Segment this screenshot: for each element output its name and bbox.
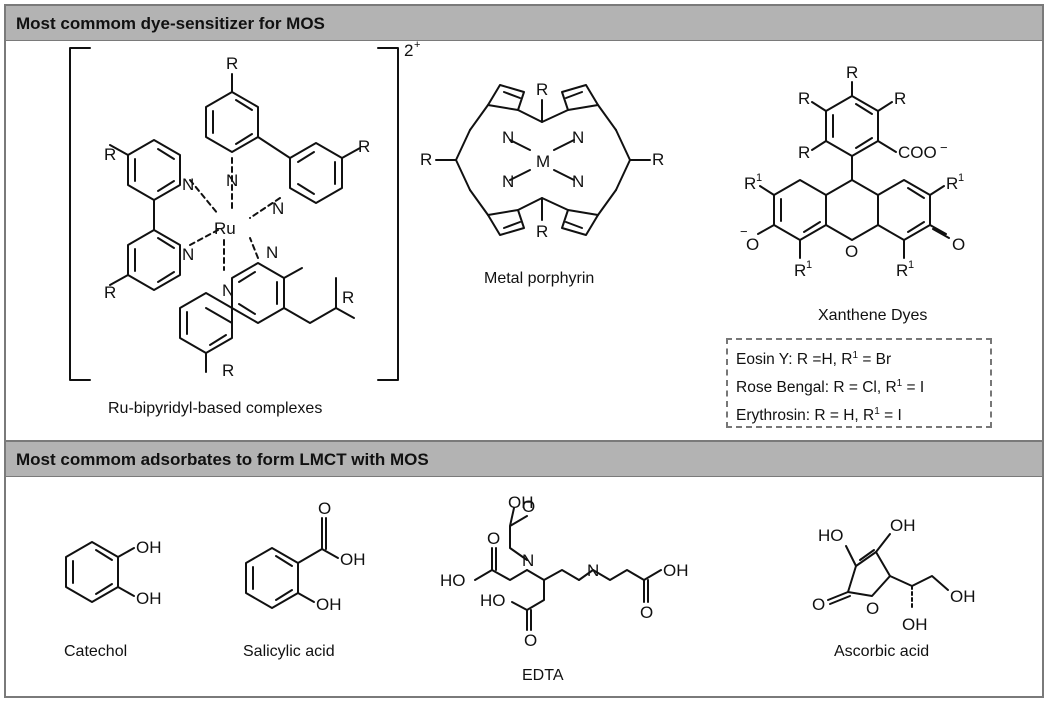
svg-text:1: 1: [756, 172, 762, 184]
svg-text:OH: OH: [902, 615, 928, 634]
svg-text:COO: COO: [898, 143, 937, 162]
svg-text:O: O: [318, 499, 331, 518]
adsorbate-atom-labels: OH OH O OH OH HO O N N O OH HO O OH O HO…: [136, 493, 976, 650]
svg-text:N: N: [502, 128, 514, 147]
xanthene-label: Xanthene Dyes: [818, 307, 927, 324]
ascorbic-acid-structure: [827, 533, 949, 611]
xanthene-legend-box: Eosin Y: R =H, R1 = Br Rose Bengal: R = …: [726, 338, 992, 428]
svg-text:O: O: [524, 631, 537, 650]
svg-text:OH: OH: [508, 493, 534, 512]
svg-text:N: N: [266, 243, 278, 262]
svg-text:+: +: [414, 39, 420, 51]
svg-text:O: O: [952, 235, 965, 254]
svg-text:R: R: [104, 283, 116, 302]
svg-text:1: 1: [908, 259, 914, 271]
svg-text:−: −: [940, 140, 948, 155]
svg-text:N: N: [587, 561, 599, 580]
section-title-adsorbates: Most commom adsorbates to form LMCT with…: [16, 450, 429, 469]
svg-text:O: O: [746, 235, 759, 254]
svg-text:R: R: [652, 150, 664, 169]
xanthene-structure: [757, 81, 950, 259]
svg-text:R: R: [798, 143, 810, 162]
ru-complex-structure: [69, 47, 399, 381]
svg-text:R: R: [358, 137, 370, 156]
svg-text:N: N: [182, 245, 194, 264]
svg-text:R: R: [222, 361, 234, 380]
svg-text:N: N: [572, 172, 584, 191]
svg-text:R: R: [536, 222, 548, 241]
svg-text:N: N: [272, 199, 284, 218]
svg-text:N: N: [226, 171, 238, 190]
legend-erythrosin: Erythrosin: R = H, R1 = I: [736, 406, 902, 425]
svg-text:R: R: [536, 80, 548, 99]
salicylic-acid-structure: [245, 517, 339, 609]
section-header-dyes: Most commom dye-sensitizer for MOS: [6, 6, 1042, 41]
svg-text:R: R: [104, 145, 116, 164]
edta-structure: [474, 507, 662, 631]
svg-text:R: R: [946, 174, 958, 193]
legend-eosin: Eosin Y: R =H, R1 = Br: [736, 350, 892, 369]
porphyrin-structure: [435, 84, 651, 236]
salicylic-acid-label: Salicylic acid: [243, 643, 335, 660]
svg-text:R: R: [896, 261, 908, 280]
svg-text:OH: OH: [136, 589, 162, 608]
ascorbic-acid-label: Ascorbic acid: [834, 643, 929, 660]
svg-text:HO: HO: [440, 571, 466, 590]
ru-atom-labels: R R R R R R N N N N N N Ru 2 +: [104, 39, 420, 380]
ru-complex-label: Ru-bipyridyl-based complexes: [108, 400, 322, 417]
edta-label: EDTA: [522, 667, 564, 684]
svg-text:1: 1: [806, 259, 812, 271]
svg-text:OH: OH: [136, 538, 162, 557]
svg-text:HO: HO: [818, 526, 844, 545]
section-header-adsorbates: Most commom adsorbates to form LMCT with…: [6, 440, 1042, 477]
svg-text:N: N: [522, 551, 534, 570]
svg-text:N: N: [572, 128, 584, 147]
svg-text:R: R: [794, 261, 806, 280]
svg-text:R: R: [226, 54, 238, 73]
svg-text:M: M: [536, 152, 550, 171]
svg-text:R: R: [342, 288, 354, 307]
svg-text:R: R: [744, 174, 756, 193]
svg-text:2: 2: [404, 41, 413, 60]
xanthene-atom-labels: R R R R COO − R 1 R 1 O − O O R 1 R 1: [740, 63, 965, 280]
svg-text:N: N: [182, 175, 194, 194]
svg-text:−: −: [740, 224, 748, 239]
svg-text:Ru: Ru: [214, 219, 236, 238]
catechol-structure: [65, 541, 135, 603]
svg-text:HO: HO: [480, 591, 506, 610]
svg-text:O: O: [866, 599, 879, 618]
svg-text:R: R: [420, 150, 432, 169]
section-title-dyes: Most commom dye-sensitizer for MOS: [16, 14, 325, 33]
svg-text:R: R: [846, 63, 858, 82]
catechol-label: Catechol: [64, 643, 127, 660]
svg-text:OH: OH: [950, 587, 976, 606]
svg-text:1: 1: [958, 172, 964, 184]
svg-text:N: N: [502, 172, 514, 191]
figure-frame: Most commom dye-sensitizer for MOS Most …: [4, 4, 1044, 698]
svg-text:OH: OH: [663, 561, 689, 580]
svg-text:O: O: [487, 529, 500, 548]
svg-text:O: O: [640, 603, 653, 622]
legend-rose-bengal: Rose Bengal: R = Cl, R1 = I: [736, 378, 925, 397]
svg-text:O: O: [812, 595, 825, 614]
svg-text:OH: OH: [316, 595, 342, 614]
svg-text:N: N: [222, 281, 234, 300]
porphyrin-label: Metal porphyrin: [484, 270, 594, 287]
svg-text:OH: OH: [340, 550, 366, 569]
svg-text:R: R: [894, 89, 906, 108]
svg-text:O: O: [522, 497, 535, 516]
svg-text:R: R: [798, 89, 810, 108]
svg-text:OH: OH: [890, 516, 916, 535]
svg-text:O: O: [845, 242, 858, 261]
porphyrin-atom-labels: R R R R N N N N M: [420, 80, 664, 241]
